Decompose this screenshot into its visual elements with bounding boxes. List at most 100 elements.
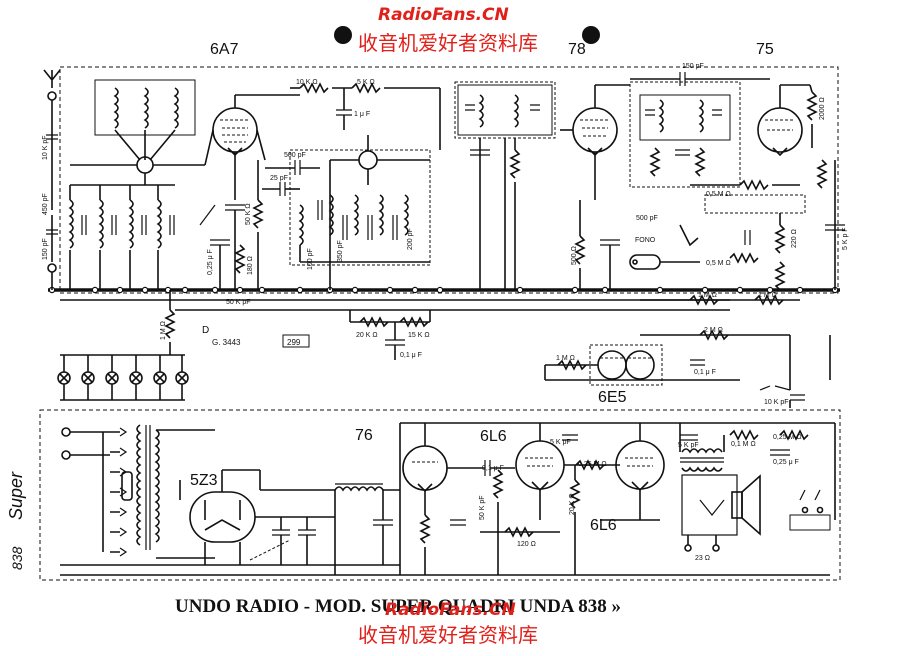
label-c01uf-b: 0,1 μ F	[694, 369, 716, 376]
fono-switch	[679, 224, 699, 247]
resistor-500-b	[774, 261, 786, 291]
handwritten-note-838: 838	[9, 546, 25, 570]
label-r025m: 0,25 M Ω	[773, 434, 802, 441]
label-r50k: 50 K Ω	[245, 203, 252, 225]
label-c1uf: 1 μ F	[354, 111, 370, 118]
tube-6a7	[204, 94, 300, 166]
label-r10k: 10 K Ω	[296, 79, 318, 86]
label-c150pf-b: 150 pF	[42, 238, 49, 260]
resistor-01m	[729, 429, 759, 441]
resistor-220	[774, 224, 786, 254]
tube-label-6l6-1: 6L6	[480, 428, 507, 445]
label-c350pf: 350 pF	[337, 240, 344, 262]
output-transformer	[680, 448, 724, 472]
fuse	[121, 471, 133, 501]
resistor-1m-mid	[164, 309, 176, 339]
label-c01uf: 0,1 μ F	[400, 352, 422, 359]
label-c10kpf: 10 K pF	[764, 399, 789, 406]
if-transformer-1	[454, 81, 556, 139]
tube-6l6-1	[515, 440, 565, 492]
resistor-2m	[699, 329, 729, 341]
label-r05m-a: 0,5 M Ω	[706, 191, 731, 198]
resistor-15k	[399, 316, 429, 328]
mains-terminal-2	[61, 450, 71, 460]
tube-76	[402, 445, 448, 493]
tube-label-6a7: 6A7	[210, 41, 239, 58]
label-c025: 0,25 μ F	[207, 249, 214, 275]
label-r01m: 0,1 M Ω	[731, 441, 756, 448]
watermark-dot-left	[334, 26, 352, 44]
label-c10kpf-b: 10 K pF	[42, 135, 49, 160]
antenna-terminal	[47, 91, 57, 101]
label-r20k: 20 K Ω	[356, 332, 378, 339]
label-r20k-b: 20 K Ω	[569, 493, 576, 515]
resistor-10k	[299, 82, 329, 94]
upper-chassis-outline	[59, 66, 839, 294]
label-r025m-b: 0,25 M Ω	[578, 461, 607, 468]
label-c01uf-c: 0,1 μ F	[482, 465, 504, 472]
watermark-dot-right	[582, 26, 600, 44]
label-c150pf: 150 pF	[682, 63, 704, 70]
resistor-1m-a	[689, 294, 719, 306]
label-r05m-b: 0,5 M Ω	[706, 260, 731, 267]
label-fono: FONO	[635, 237, 656, 244]
label-r180: 180 Ω	[247, 256, 254, 275]
field-coil	[681, 474, 738, 536]
watermark-cn-top: 收音机爱好者资料库	[358, 31, 538, 55]
label-c50kpf: 50 K pF	[226, 299, 251, 306]
resistor-20k	[359, 316, 389, 328]
label-c025uf: 0,25 μ F	[773, 459, 799, 466]
tube-label-6l6-2: 6L6	[590, 517, 617, 534]
label-r15k: 15 K Ω	[408, 332, 430, 339]
label-c5kpf-c: 5 K p F	[842, 227, 849, 250]
label-c25pf: 25 pF	[270, 175, 288, 182]
watermark-site-bottom: RadioFans.CN	[385, 600, 516, 620]
label-r2m: 2 M Ω	[704, 327, 723, 334]
label-r1m-eye: 1 M Ω	[556, 355, 575, 362]
rf-coil-bank	[68, 184, 175, 290]
resistor-180	[234, 244, 246, 274]
resistor-05m-det	[739, 179, 769, 191]
tube-78	[560, 84, 630, 157]
tube-label-5z3: 5Z3	[190, 472, 218, 489]
antenna-icon	[43, 69, 61, 88]
stamp-ref: G. 3443	[212, 338, 241, 347]
resistor-025m-c	[779, 429, 809, 441]
label-r500: 500 Ω	[571, 246, 578, 265]
label-c500pf: 500 pF	[284, 152, 306, 159]
resistor-120	[504, 526, 534, 538]
resistor-025m-grid	[492, 469, 504, 499]
stamp-mark: D	[202, 325, 209, 336]
tube-label-6e5: 6E5	[598, 389, 627, 406]
power-transformer	[136, 424, 160, 550]
label-c200pf: 200 pF	[407, 228, 414, 250]
label-c5kpf-b: 5 K pF	[678, 442, 699, 449]
label-r1m-c: 1 M Ω	[160, 321, 167, 340]
watermark-cn-bottom: 收音机爱好者资料库	[358, 623, 538, 647]
label-r220: 220 Ω	[791, 229, 798, 248]
label-r5k: 5 K Ω	[357, 79, 375, 86]
resistor-1m-if	[509, 149, 521, 179]
schematic-caption: UNDO RADIO - MOD. SUPER QUADRI UNDA 838 …	[175, 596, 621, 617]
label-r120: 120 Ω	[517, 541, 536, 548]
band-switch-2	[358, 150, 378, 170]
power-audio-outline	[39, 409, 841, 581]
label-r1m-b: 1 M Ω	[758, 292, 777, 299]
resistor-20k-b	[569, 479, 581, 509]
resistor-1m-eye	[557, 359, 587, 371]
resistor-50k	[252, 199, 264, 229]
label-r23: 23 Ω	[695, 555, 710, 562]
ground-terminal	[47, 263, 57, 273]
tube-75	[757, 85, 803, 157]
tube-6l6-2	[615, 440, 665, 492]
watermark-site-top: RadioFans.CN	[378, 5, 509, 25]
output-switch	[789, 489, 831, 531]
trimmer-arrow	[199, 204, 216, 226]
tube-5z3	[189, 491, 256, 543]
label-c500pf-2: 500 pF	[636, 215, 658, 222]
mains-terminal-1	[61, 427, 71, 437]
resistor-76-cathode	[419, 514, 431, 544]
tube-label-76: 76	[355, 427, 373, 444]
